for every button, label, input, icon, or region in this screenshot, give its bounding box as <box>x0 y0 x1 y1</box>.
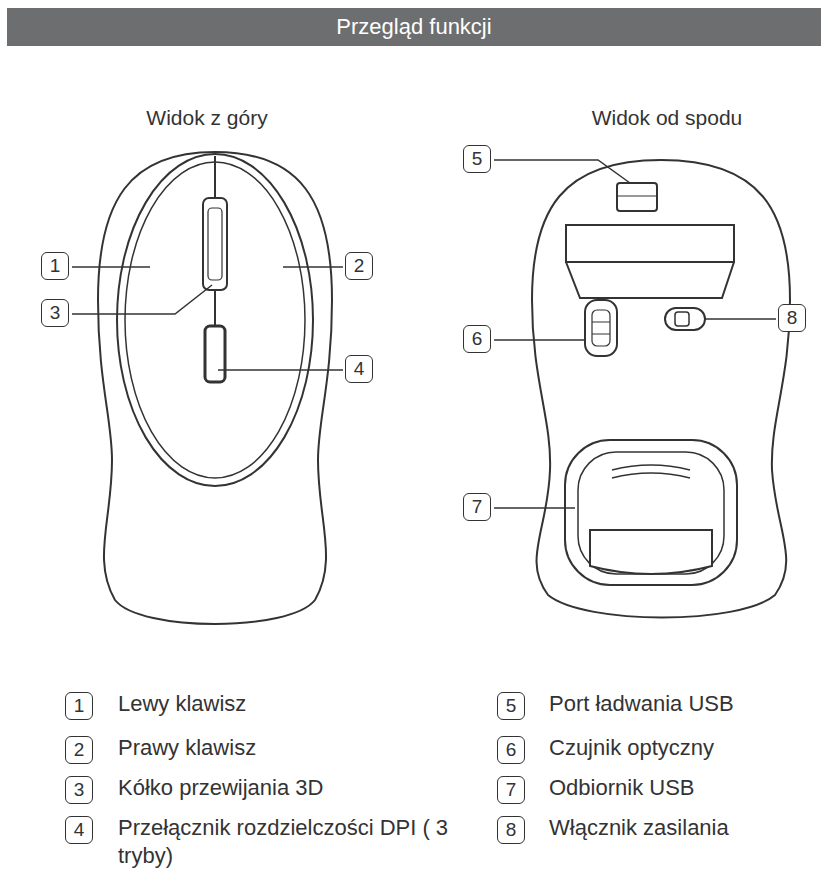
power-switch <box>665 308 705 330</box>
part-name: Prawy klawisz <box>118 734 256 762</box>
part-name: Włącznik zasilania <box>549 814 729 842</box>
title-bar: Przegląd funkcji <box>7 8 821 46</box>
callout-number: 6 <box>463 325 491 353</box>
receiver-bay <box>565 440 737 585</box>
callout-number: 8 <box>778 304 806 332</box>
part-name: Kółko przewijania 3D <box>118 774 323 802</box>
top-shell-outer <box>117 154 313 486</box>
button-split <box>214 156 216 326</box>
callout-number: 7 <box>463 493 491 521</box>
mouse-body-bottom <box>532 160 790 618</box>
part-name: Czujnik optyczny <box>549 734 714 762</box>
callout-number: 5 <box>497 692 525 720</box>
sensor-lines <box>592 322 610 334</box>
callout-number: 3 <box>65 776 93 804</box>
power-switch-slider <box>675 312 689 326</box>
glide-pad-lower <box>566 262 734 298</box>
scroll-wheel <box>203 198 227 290</box>
callout-number: 8 <box>497 816 525 844</box>
callout-number: 4 <box>345 355 373 383</box>
leader-lines <box>72 160 776 508</box>
usb-port-notch <box>617 195 657 196</box>
part-name: Odbiornik USB <box>549 774 695 802</box>
receiver-bay-inner <box>578 452 724 574</box>
part-name: Przełącznik rozdzielczości DPI ( 3 tryby… <box>118 814 463 870</box>
part-name: Port ładwania USB <box>549 690 734 718</box>
view-heading: Widok od spodu <box>592 106 743 130</box>
view-heading: Widok z góry <box>146 106 267 130</box>
callout-number: 1 <box>41 252 69 280</box>
receiver-slot <box>612 465 690 478</box>
callout-number: 6 <box>497 736 525 764</box>
part-name: Lewy klawisz <box>118 690 246 718</box>
callout-number: 1 <box>65 692 93 720</box>
receiver-cover <box>590 530 712 574</box>
callout-number: 5 <box>463 145 491 173</box>
dpi-button <box>205 326 225 382</box>
optical-sensor <box>585 300 617 356</box>
callout-number: 4 <box>65 816 93 844</box>
callout-number: 2 <box>345 252 373 280</box>
usb-port <box>617 183 657 211</box>
glide-pad <box>566 225 734 262</box>
optical-sensor-inner <box>592 310 610 346</box>
callout-number: 7 <box>497 776 525 804</box>
title: Przegląd funkcji <box>7 8 821 46</box>
scroll-wheel-inner <box>208 208 222 280</box>
callout-number: 3 <box>41 299 69 327</box>
callout-number: 2 <box>65 736 93 764</box>
mouse-body-top <box>98 152 332 624</box>
